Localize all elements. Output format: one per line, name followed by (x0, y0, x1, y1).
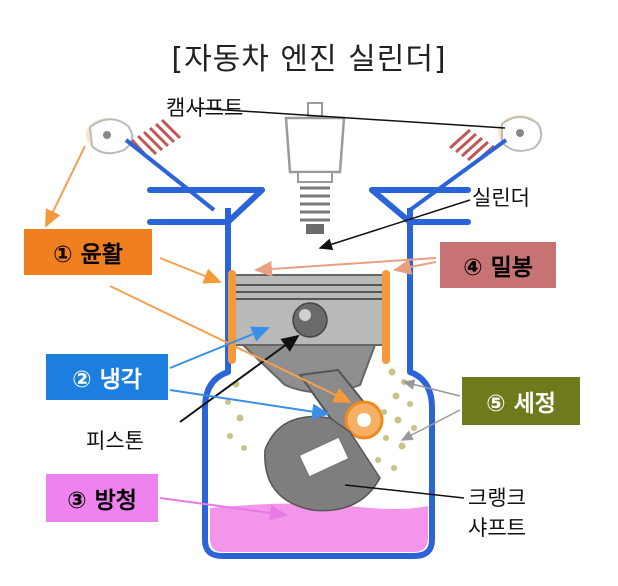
spark-plug (284, 102, 346, 234)
right-valve-spring (408, 128, 508, 212)
badge-sealing: ④ 밀봉 (440, 242, 556, 288)
piston-pin (292, 302, 328, 338)
leader-lines (45, 107, 506, 521)
label-camshaft: 캠샤프트 (166, 96, 244, 120)
badge-lubrication: ① 윤활 (24, 229, 152, 275)
oil-pool (210, 503, 428, 552)
cylinder-wall (202, 208, 435, 559)
label-crankshaft-line1: 크랭크 (468, 486, 526, 510)
badge-cooling: ② 냉각 (46, 354, 168, 400)
cylinder-head (147, 187, 471, 225)
badge-cleaning: ⑤ 세정 (462, 377, 580, 425)
right-camshaft (498, 115, 543, 152)
label-piston: 피스톤 (86, 429, 144, 453)
left-valve-spring (124, 118, 216, 212)
label-crankshaft-line2: 샤프트 (468, 516, 526, 540)
left-camshaft (86, 118, 134, 155)
diagram-title: [자동차 엔진 실린더] (171, 42, 447, 77)
badge-rust-prevention: ③ 방청 (46, 474, 158, 522)
label-cylinder: 실린더 (472, 186, 530, 210)
